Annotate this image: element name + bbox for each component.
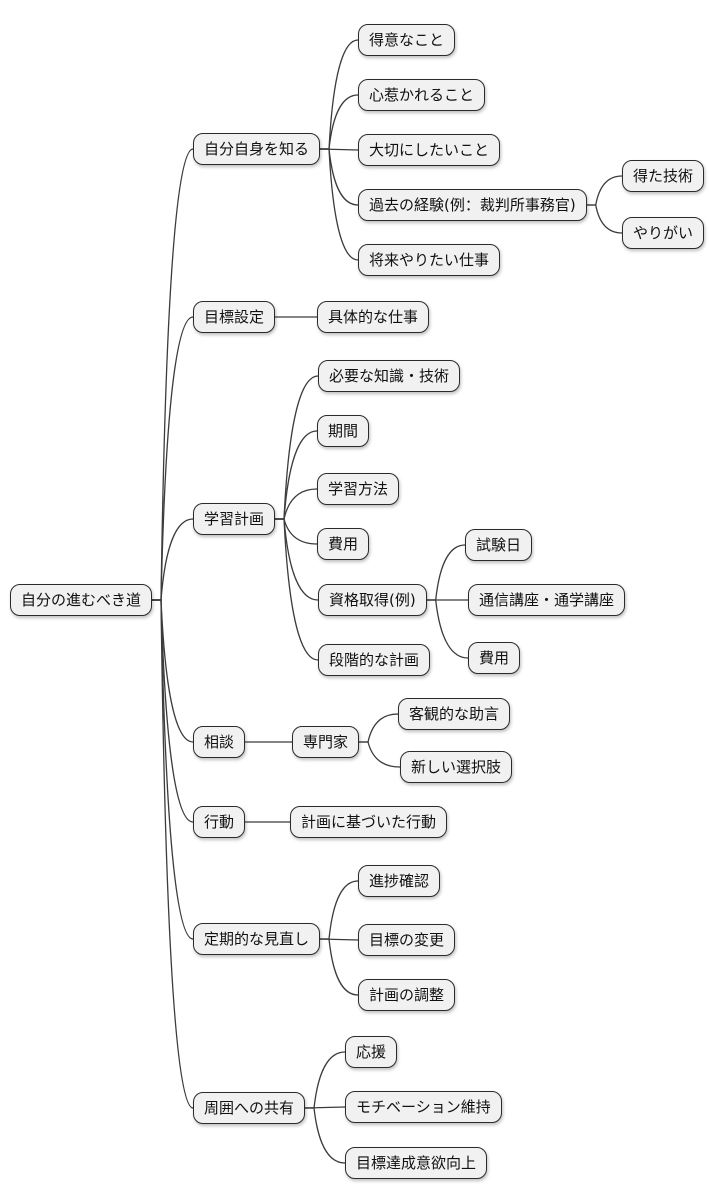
node-cost: 費用 (317, 528, 370, 560)
node-goal-setting: 目標設定 (193, 301, 276, 333)
node-skills-gained: 得た技術 (622, 160, 705, 192)
edge-connector (359, 741, 401, 768)
node-new-options: 新しい選択肢 (400, 751, 513, 783)
edge-connector (152, 599, 194, 743)
edge-connector (586, 175, 623, 206)
edge-connector (275, 518, 319, 601)
node-progress-check: 進捗確認 (358, 865, 441, 897)
edge-connector (359, 713, 399, 743)
node-goal-drive: 目標達成意欲向上 (345, 1147, 488, 1179)
edge-connector (320, 94, 359, 150)
edge-connector (305, 1051, 346, 1109)
node-certification: 資格取得(例) (318, 584, 427, 616)
edge-connector (152, 599, 194, 1109)
node-support: 応援 (345, 1036, 398, 1068)
node-fulfillment: やりがい (622, 217, 705, 249)
node-plan-adjustment: 計画の調整 (358, 979, 456, 1011)
node-motivation: モチベーション維持 (345, 1091, 502, 1123)
edge-connector (305, 1107, 346, 1164)
node-consultation: 相談 (193, 726, 246, 758)
node-study-method: 学習方法 (317, 473, 400, 505)
node-study-plan: 学習計画 (193, 503, 276, 535)
node-strengths: 得意なこと (358, 24, 456, 56)
node-required-knowledge: 必要な知識・技術 (318, 360, 461, 392)
edge-connector (586, 204, 623, 234)
node-root: 自分の進むべき道 (10, 584, 153, 616)
edge-connector (320, 39, 359, 150)
edge-connector (426, 599, 469, 659)
node-future-work: 将来やりたい仕事 (358, 244, 501, 276)
edge-connector (275, 430, 318, 520)
node-past-experience: 過去の経験(例：裁判所事務官) (358, 189, 587, 221)
edge-connector (320, 880, 359, 940)
node-courses: 通信講座・通学講座 (468, 584, 626, 616)
edge-connector (275, 518, 319, 661)
edge-connector (152, 316, 194, 601)
node-values: 大切にしたいこと (358, 134, 501, 166)
edge-connector (152, 599, 194, 823)
node-concrete-job: 具体的な仕事 (317, 301, 430, 333)
node-duration: 期間 (317, 415, 370, 447)
edge-connector (275, 518, 318, 545)
node-know-yourself: 自分自身を知る (193, 133, 321, 165)
node-regular-review: 定期的な見直し (193, 923, 321, 955)
node-action: 行動 (193, 806, 246, 838)
edge-connector (275, 375, 319, 520)
node-plan-based-action: 計画に基づいた行動 (290, 806, 448, 838)
node-objective-advice: 客観的な助言 (398, 698, 511, 730)
edge-connector (320, 938, 359, 996)
node-exam-date: 試験日 (465, 529, 533, 561)
edge-connector (152, 518, 194, 601)
node-sharing: 周囲への共有 (193, 1092, 306, 1124)
edge-connector (426, 544, 466, 601)
node-expert: 専門家 (292, 726, 360, 758)
edge-connector (152, 148, 194, 601)
edge-connector (275, 488, 318, 520)
node-cert-cost: 費用 (468, 642, 521, 674)
edge-connector (320, 148, 359, 261)
node-stepwise-plan: 段階的な計画 (318, 644, 431, 676)
node-attractions: 心惹かれること (358, 79, 486, 111)
edge-connector (320, 148, 359, 206)
node-goal-change: 目標の変更 (358, 924, 456, 956)
